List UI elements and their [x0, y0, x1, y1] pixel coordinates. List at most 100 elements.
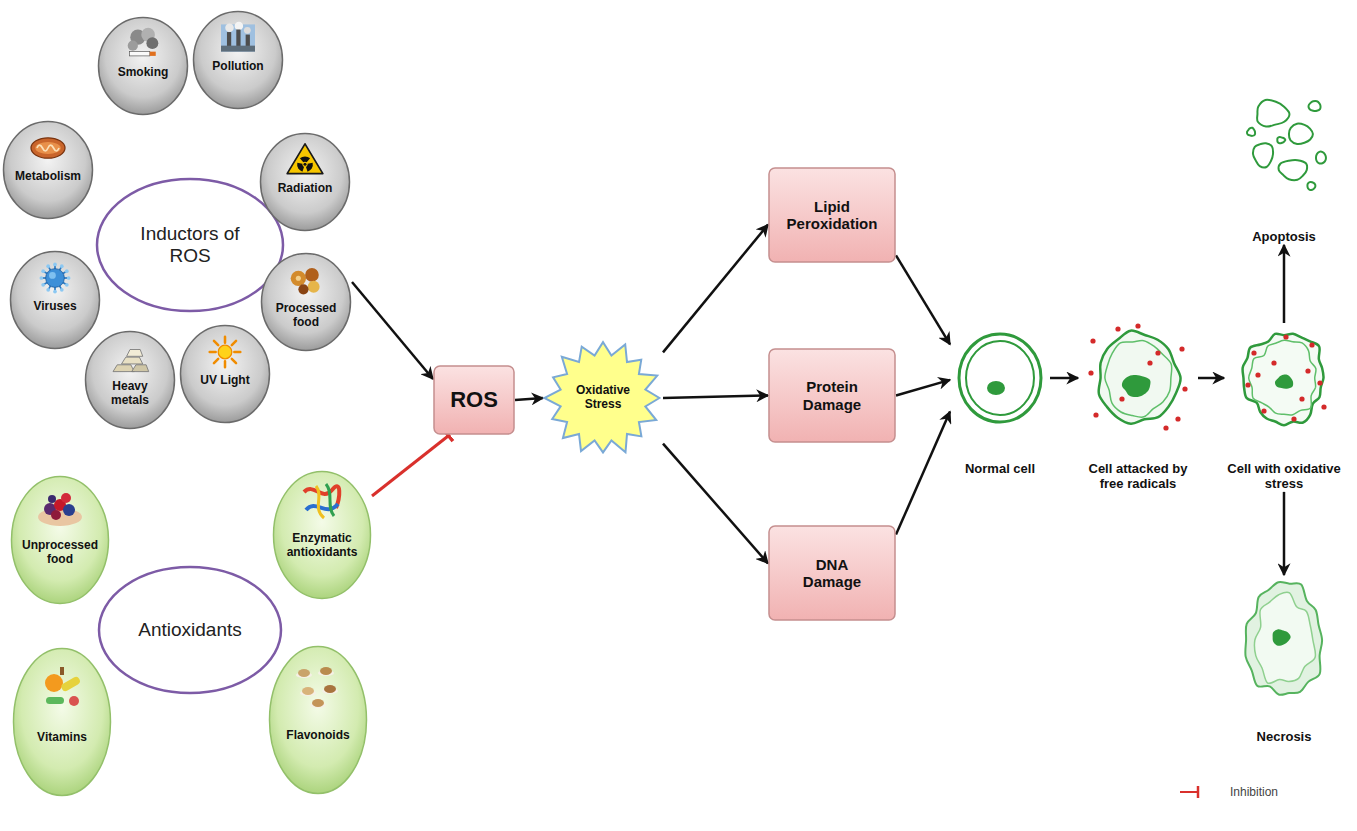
figure-part: [60, 667, 64, 675]
figure-part: [987, 381, 1005, 395]
free-radical-dot: [1119, 396, 1124, 401]
node-label: Lipid Peroxidation: [777, 198, 887, 233]
node-label: Enzymatic antioxidants: [282, 532, 362, 560]
figure-part: [53, 290, 57, 294]
figure-part: [49, 272, 56, 279]
figure-part: [1257, 100, 1289, 127]
figure-part: [53, 263, 57, 267]
process-box: Protein Damage: [768, 348, 896, 443]
figure-part: [221, 46, 255, 52]
node-outline: [268, 645, 368, 795]
free-radical-dot: [1182, 386, 1187, 391]
figure-part: [235, 22, 244, 31]
antioxidant-circle: Flavonoids: [268, 645, 368, 795]
figure-part: [97, 179, 283, 311]
cell-drawing: [1243, 334, 1327, 426]
arrow-connector: [1283, 245, 1286, 323]
free-radical-dot: [1175, 416, 1180, 421]
arrow-connector: [896, 412, 950, 535]
inhibition-connector: [372, 435, 449, 496]
figure-part: [63, 504, 75, 516]
figure-part: Pollution: [192, 60, 284, 74]
free-radical-dot: [1291, 416, 1296, 421]
figure-part: [60, 288, 64, 292]
cell-figure: Necrosis: [1229, 575, 1339, 745]
figure-part: [1099, 331, 1181, 424]
figure-part: [181, 326, 270, 423]
figure-part: [291, 271, 306, 286]
figure-part: Antioxidants: [97, 565, 283, 695]
figure-part: [61, 493, 71, 503]
figure-part: [769, 168, 895, 262]
free-radical-dot: [1283, 334, 1288, 339]
free-radical-dot: [1251, 350, 1256, 355]
figure-part: [1122, 375, 1151, 397]
node-label: UV Light: [200, 374, 249, 388]
figure-part: [69, 696, 79, 706]
figure-part: [261, 134, 350, 231]
figure-part: [1279, 160, 1307, 180]
figure-part: Vitamins: [12, 731, 112, 745]
figure-part: [99, 18, 188, 115]
figure-part: [127, 350, 143, 357]
figure-part: [1308, 101, 1320, 111]
figure-part: Unprocessed food: [10, 539, 110, 567]
figure-part: [324, 685, 336, 693]
node-label: Cell attacked by free radicals: [1078, 462, 1198, 492]
legend-entry: Inhibition: [1178, 784, 1278, 800]
figure-part: UV Light: [179, 374, 271, 388]
node-label: Necrosis: [1257, 730, 1312, 745]
icon: [296, 667, 338, 708]
free-radical-dot: [1261, 408, 1266, 413]
cell-drawing: [1088, 323, 1187, 430]
figure-part: [316, 486, 324, 518]
process-box: ROS: [433, 365, 515, 435]
stress-starburst: Oxidative Stress: [543, 338, 663, 458]
free-radical-dot: [1305, 368, 1310, 373]
figure-part: [128, 41, 138, 51]
figure-part: [1275, 375, 1293, 389]
antioxidant-circle: Vitamins: [12, 647, 112, 797]
figure-part: [769, 526, 895, 620]
cell-drawing: [1245, 582, 1322, 695]
figure-part: [48, 495, 56, 503]
figure-part: [210, 337, 241, 368]
free-radical-dot: [1090, 338, 1095, 343]
arrow-connector: [896, 380, 950, 396]
figure-part: Apoptosis: [1229, 230, 1339, 245]
arrow-connector: [515, 398, 543, 400]
figure-part: [236, 30, 240, 47]
figure-part: [303, 163, 306, 166]
free-radical-dot: [1147, 360, 1152, 365]
node-label: Antioxidants: [138, 619, 242, 641]
cell-drawing: [1088, 323, 1188, 433]
node-label: Vitamins: [37, 731, 87, 745]
figure-part: Metabolism: [2, 170, 94, 184]
node-label: Metabolism: [15, 170, 81, 184]
figure-part: Processed food: [260, 302, 352, 330]
cell-drawing: [1241, 92, 1327, 192]
figure-part: [959, 334, 1041, 422]
icon: [287, 144, 323, 174]
cell-drawing: [955, 330, 1045, 426]
figure-part: [326, 484, 334, 516]
figure-part: [46, 269, 65, 288]
figure-part: [1307, 182, 1315, 190]
figure-part: [302, 162, 307, 167]
free-radical-dot: [1317, 380, 1322, 385]
free-radical-dot: [1271, 360, 1276, 365]
figure-part: [298, 284, 308, 294]
icon: [304, 484, 339, 518]
figure-part: ROS: [433, 365, 515, 435]
figure-part: DNA Damage: [768, 525, 896, 621]
icon: [38, 493, 82, 526]
figure-part: [41, 269, 45, 273]
figure-part: [146, 37, 158, 49]
connectors: [352, 225, 1284, 575]
figure-part: [67, 276, 71, 280]
arrow-connector: [663, 225, 768, 353]
figure-part: [99, 567, 281, 693]
figure-part: [312, 699, 324, 707]
inducer-circle: Processed food: [260, 252, 352, 352]
